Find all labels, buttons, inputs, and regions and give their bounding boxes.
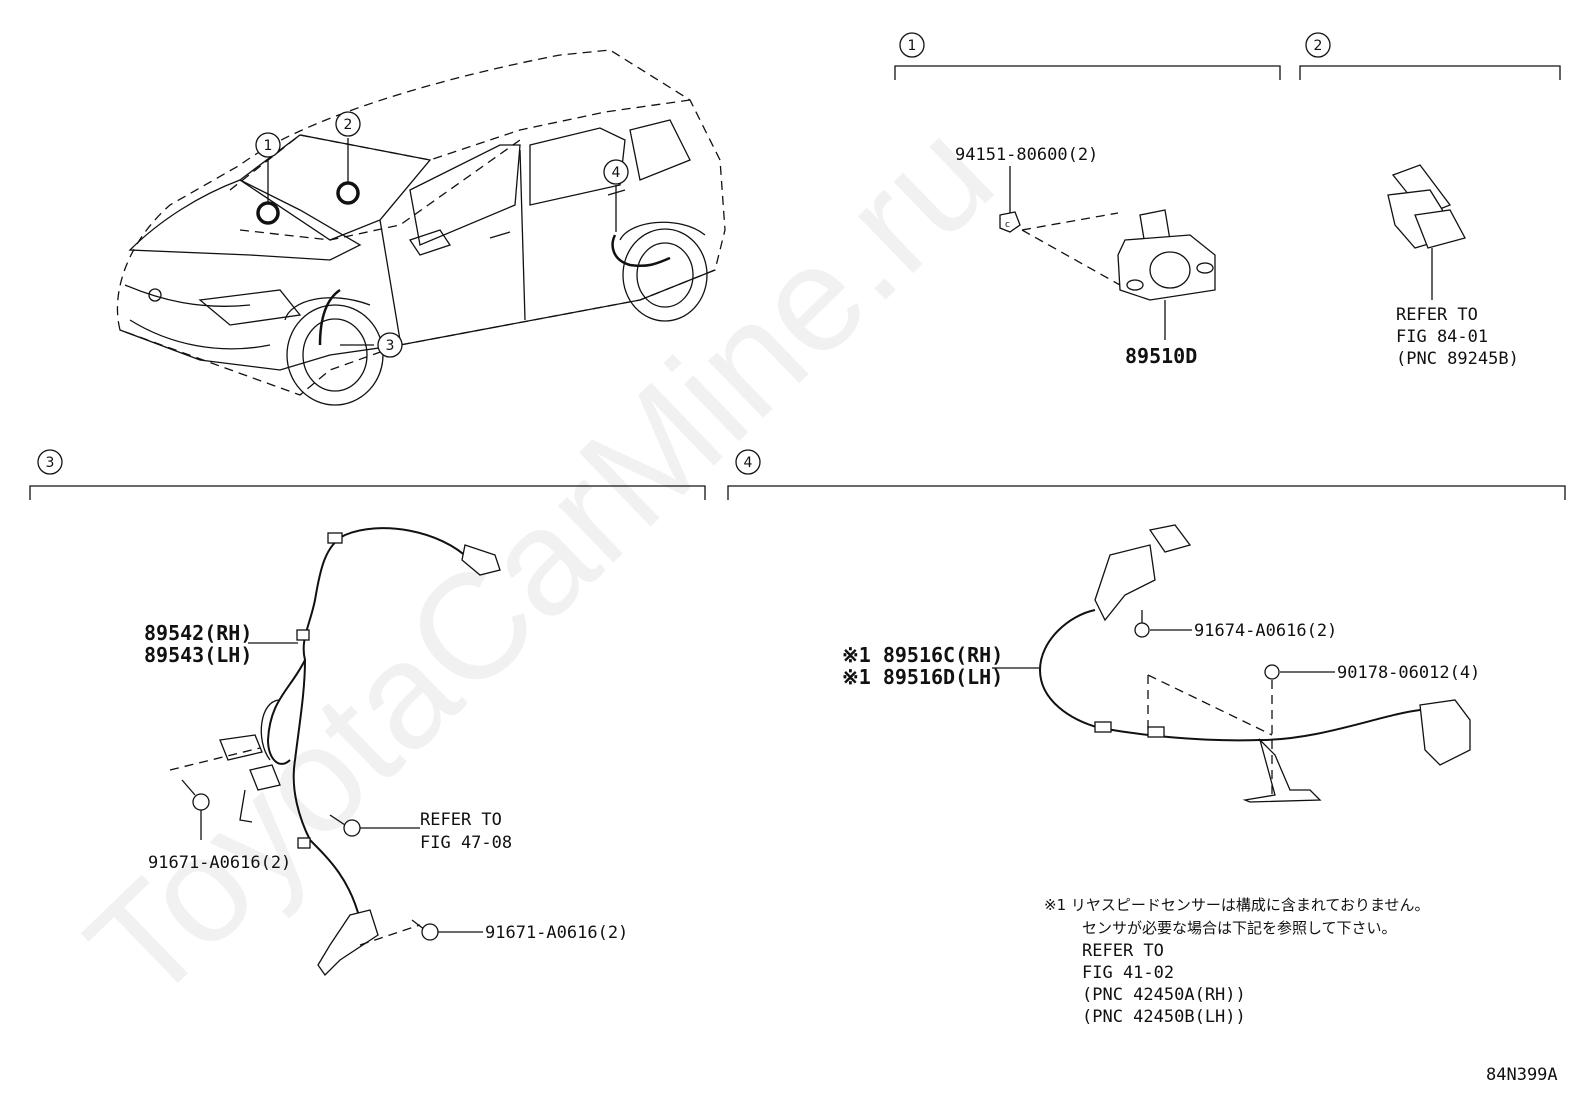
refer-line-2: FIG 47-08 [420, 833, 512, 853]
part-label-clip: 94151-80600(2) [955, 145, 1098, 165]
nut [1264, 664, 1280, 680]
section-4-callout [735, 449, 761, 475]
bolt-refer [329, 814, 361, 837]
car-callout-4: 4 [603, 159, 629, 185]
part-label-bolt-upper: 91671-A0616(2) [148, 853, 291, 873]
vehicle-illustration [116, 49, 726, 406]
footnote: ※1 リヤスピードセンサーは構成に含まれておりません。 センサが必要な場合は下記… [1044, 896, 1430, 1027]
refer-line-3: (PNC 89245B) [1396, 349, 1519, 369]
refer-line-2: FIG 84-01 [1396, 327, 1488, 347]
svg-text:4: 4 [612, 165, 621, 181]
svg-text:1: 1 [908, 38, 917, 54]
front-sensor-harness [219, 527, 501, 977]
sensor-89510d [1117, 209, 1216, 301]
bolt [1134, 610, 1150, 638]
note-refer-3: (PNC 42450A(RH)) [1082, 985, 1246, 1005]
note-line-1: ※1 リヤスピードセンサーは構成に含まれておりません。 [1044, 896, 1430, 914]
part-label-nut: 90178-06012(4) [1337, 663, 1480, 683]
svg-text:1: 1 [264, 138, 273, 154]
svg-text:c: c [1005, 220, 1010, 230]
clip-part: c [999, 211, 1021, 233]
section-2-callout [1305, 32, 1331, 58]
section-1-callout [899, 32, 925, 58]
section-3-callout [37, 449, 63, 475]
section-4: 4 ※1 89516C(RH) ※1 89516D(L [727, 449, 1566, 803]
refer-line-1: REFER TO [420, 810, 502, 830]
car-callout-1: 1 [255, 132, 281, 158]
svg-text:3: 3 [46, 455, 55, 471]
figure-code: 84N399A [1486, 1065, 1558, 1085]
yaw-rate-sensor [1387, 164, 1466, 249]
section-4-bracket [727, 485, 1566, 500]
note-line-2: センサが必要な場合は下記を参照して下さい。 [1082, 919, 1397, 937]
part-label-harness-lh: 89543(LH) [144, 643, 252, 667]
svg-text:4: 4 [744, 455, 753, 471]
bolt-lower [411, 919, 439, 941]
section-1-bracket [894, 65, 1281, 80]
refer-line-1: REFER TO [1396, 305, 1478, 325]
section-1: 1 94151-80600(2) c 89510D [894, 32, 1281, 368]
part-label-bolt-lower: 91671-A0616(2) [485, 923, 628, 943]
rear-sensor-harness [1038, 524, 1471, 803]
watermark-text: ToyotaCarMine.ru [56, 90, 1024, 1033]
section-2: 2 REFER TO FIG 84-01 (PNC 89245B) [1299, 32, 1561, 369]
part-label-harness-lh: ※1 89516D(LH) [842, 665, 1003, 689]
part-label-harness-rh: ※1 89516C(RH) [842, 643, 1003, 667]
note-refer-2: FIG 41-02 [1082, 963, 1174, 983]
part-label-harness-rh: 89542(RH) [144, 621, 252, 645]
section-3: 3 [29, 449, 706, 977]
part-label-bolt: 91674-A0616(2) [1194, 621, 1337, 641]
note-refer-4: (PNC 42450B(LH)) [1082, 1007, 1246, 1027]
car-callout-3: 3 [377, 332, 403, 358]
note-refer-1: REFER TO [1082, 941, 1164, 961]
part-label-sensor: 89510D [1125, 344, 1197, 368]
section-3-bracket [29, 485, 706, 500]
section-2-bracket [1299, 65, 1561, 80]
svg-text:2: 2 [1314, 38, 1323, 54]
svg-text:2: 2 [344, 117, 353, 133]
svg-text:3: 3 [386, 338, 395, 354]
car-callout-2: 2 [335, 111, 361, 137]
